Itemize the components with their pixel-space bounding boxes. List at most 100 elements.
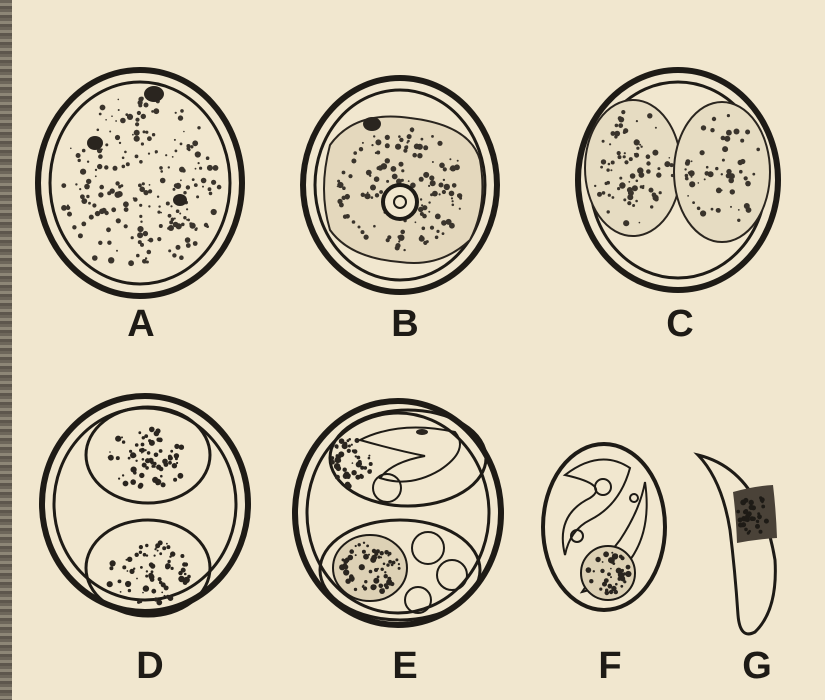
stipple-dot [737, 219, 740, 222]
stipple-dot [708, 171, 714, 177]
stipple-dot [431, 135, 434, 138]
stipple-dot [143, 585, 149, 591]
stipple-dot [457, 160, 459, 162]
stipple-dot [168, 455, 172, 459]
stipple-dot [61, 183, 66, 188]
stipple-dot [739, 170, 743, 174]
panel-f-label: F [580, 647, 640, 685]
stipple-dot [608, 194, 611, 197]
stipple-dot [168, 461, 172, 465]
stipple-dot [369, 570, 373, 574]
stipple-dot [687, 195, 689, 197]
stipple-dot [136, 254, 140, 258]
stipple-dot [197, 126, 200, 129]
stipple-dot [157, 237, 161, 241]
stipple-dot [425, 175, 428, 178]
stipple-dot [371, 144, 373, 146]
stipple-dot [149, 184, 151, 186]
stipple-dot [620, 585, 623, 588]
stipple-dot [359, 147, 363, 151]
stipple-dot [147, 136, 152, 141]
stipple-dot [611, 552, 613, 554]
panel-d-oocyst [42, 396, 248, 616]
stipple-dot [652, 150, 658, 156]
stipple-dot [160, 170, 163, 173]
stipple-dot [671, 174, 674, 177]
stipple-dot [100, 105, 106, 111]
stipple-dot [155, 543, 160, 548]
stipple-dot [195, 151, 201, 157]
stipple-dot [211, 209, 217, 215]
stipple-dot [153, 108, 159, 114]
stipple-dot [79, 188, 81, 190]
stipple-dot [162, 459, 168, 465]
stipple-dot [632, 185, 638, 191]
stipple-dot [135, 443, 139, 447]
stipple-dot [342, 443, 348, 449]
stipple-dot [632, 204, 635, 207]
stipple-dot [148, 189, 152, 193]
stipple-dot [345, 558, 350, 563]
stipple-dot [128, 260, 134, 266]
stipple-dot [375, 139, 381, 145]
panel-e-sporozoite-nucleus [416, 429, 428, 435]
stipple-dot [362, 550, 366, 554]
stipple-dot [745, 181, 751, 187]
stipple-dot [387, 554, 389, 556]
stipple-dot [384, 574, 388, 578]
stipple-dot [202, 186, 204, 188]
stipple-dot [347, 439, 350, 442]
stipple-dot [420, 212, 424, 216]
stipple-dot [664, 161, 670, 167]
stipple-dot [374, 176, 380, 182]
stipple-dot [670, 163, 674, 167]
stipple-dot [334, 463, 340, 469]
panel-e-label: E [375, 647, 435, 685]
stipple-dot [141, 452, 143, 454]
stipple-dot [623, 220, 629, 226]
stipple-dot [164, 595, 166, 597]
stipple-dot [67, 212, 72, 217]
stipple-dot [373, 578, 379, 584]
panel-e-vacuole [373, 474, 401, 502]
stipple-dot [160, 178, 166, 184]
stipple-dot [755, 524, 760, 529]
stipple-dot [452, 183, 457, 188]
stipple-dot [403, 249, 405, 251]
stipple-dot [159, 166, 163, 170]
stipple-dot [415, 221, 417, 223]
stipple-dot [87, 161, 89, 163]
panel-a-label: A [111, 305, 171, 343]
stipple-dot [357, 456, 361, 460]
stipple-dot [144, 434, 148, 438]
stipple-dot [188, 148, 191, 151]
stipple-dot [124, 151, 127, 154]
stipple-dot [626, 565, 631, 570]
stipple-dot [170, 450, 173, 453]
stipple-dot [614, 554, 618, 558]
stipple-dot [72, 225, 76, 229]
stipple-dot [639, 144, 641, 146]
panel-d-sporocyst-lower [86, 520, 210, 616]
stipple-dot [452, 200, 454, 202]
stipple-dot [139, 545, 143, 549]
stipple-dot [351, 444, 353, 446]
stipple-dot [363, 554, 369, 560]
stipple-dot [81, 222, 86, 227]
stipple-dot [98, 192, 103, 197]
stipple-dot [370, 584, 376, 590]
stipple-dot [129, 450, 132, 453]
stipple-dot [147, 451, 151, 455]
stipple-dot [193, 241, 198, 246]
stipple-dot [139, 204, 142, 207]
stipple-dot [618, 155, 622, 159]
stipple-dot [190, 145, 193, 148]
stipple-dot [611, 161, 615, 165]
stipple-dot [428, 201, 430, 203]
stipple-dot [614, 590, 618, 594]
stipple-dot [408, 180, 410, 182]
stipple-dot [217, 185, 222, 190]
stipple-dot [135, 155, 139, 159]
stipple-dot [141, 114, 146, 119]
